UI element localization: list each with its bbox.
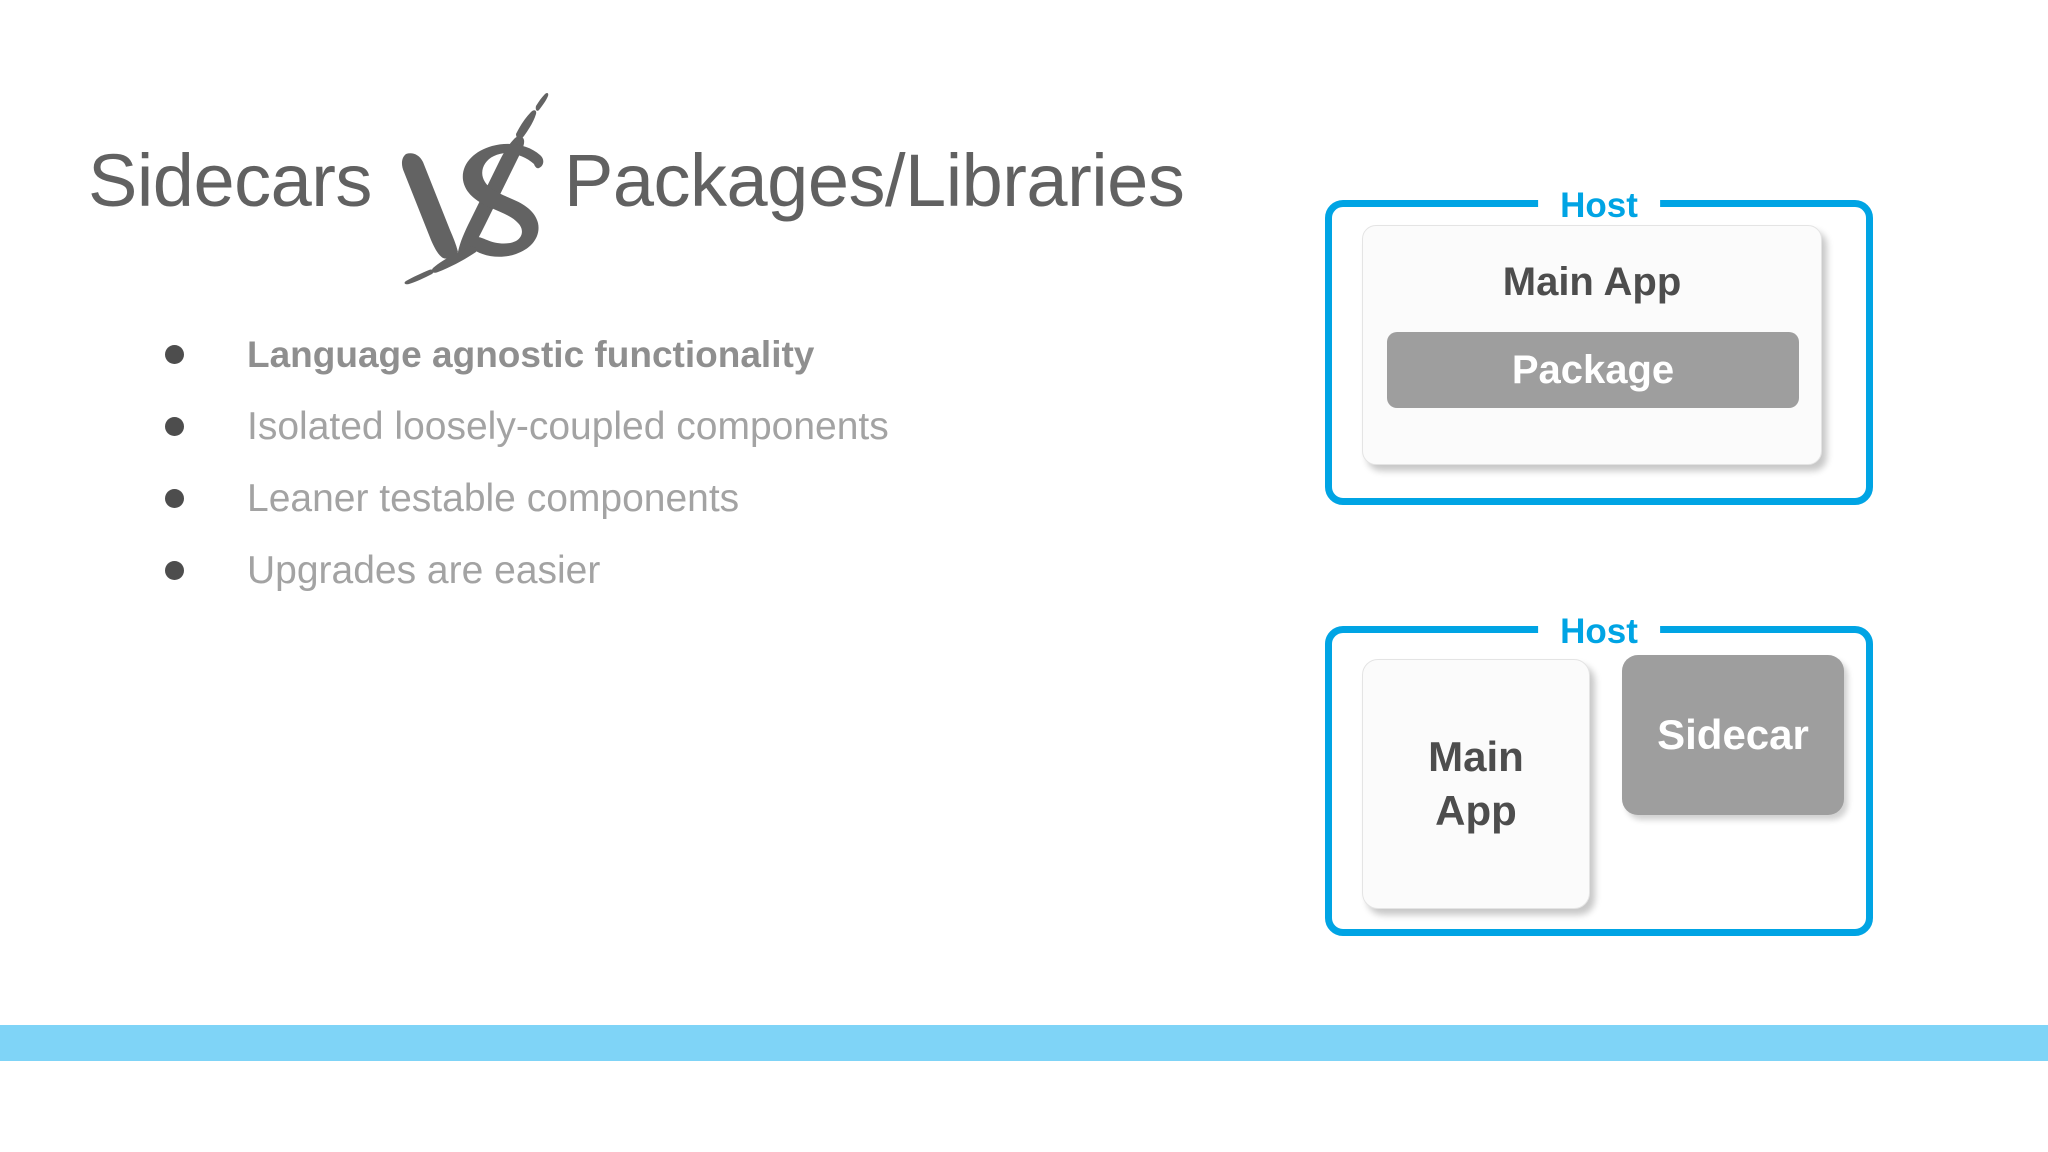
title-packages-libraries: Packages/Libraries xyxy=(564,139,1185,222)
bullet-dot-icon xyxy=(165,344,184,364)
list-item: Language agnostic functionality xyxy=(165,318,1225,390)
main-app-label: Main App xyxy=(1502,260,1682,304)
bullet-label: Isolated loosely-coupled components xyxy=(247,404,889,448)
package-label: Package xyxy=(1511,348,1675,392)
package-bar: Package xyxy=(1387,332,1799,408)
main-app-label-line2: App xyxy=(1435,787,1517,834)
list-item: Upgrades are easier xyxy=(165,534,1225,606)
sidecar-label: Sidecar xyxy=(1657,711,1809,758)
footer-accent-bar xyxy=(0,1025,2048,1061)
bullet-label: Language agnostic functionality xyxy=(247,333,815,375)
bullet-list: Language agnostic functionality Isolated… xyxy=(165,318,1225,606)
title-sidecars: Sidecars xyxy=(88,139,372,222)
main-app-card: Main App xyxy=(1362,659,1590,909)
host-label-notch: Host xyxy=(1538,185,1660,225)
bullet-label: Upgrades are easier xyxy=(247,548,601,592)
host-label: Host xyxy=(1560,611,1638,651)
main-app-card: Main App Package xyxy=(1362,225,1822,465)
vs-brush-icon xyxy=(388,92,558,292)
list-item: Isolated loosely-coupled components xyxy=(165,390,1225,462)
slide-title: Sidecars Packages/Li xyxy=(88,92,1208,285)
sidecar-card: Sidecar xyxy=(1622,655,1844,815)
diagram-package-host: Host Main App Package xyxy=(1325,185,1873,505)
list-item: Leaner testable components xyxy=(165,462,1225,534)
host-label: Host xyxy=(1560,185,1638,225)
bullet-dot-icon xyxy=(165,416,184,436)
diagram-sidecar-host: Host Main App Sidecar xyxy=(1325,611,1873,936)
host-label-notch: Host xyxy=(1538,611,1660,651)
main-app-label-line1: Main xyxy=(1428,733,1524,781)
bullet-dot-icon xyxy=(165,560,184,580)
bullet-dot-icon xyxy=(165,488,184,508)
bullet-label: Leaner testable components xyxy=(247,476,740,520)
